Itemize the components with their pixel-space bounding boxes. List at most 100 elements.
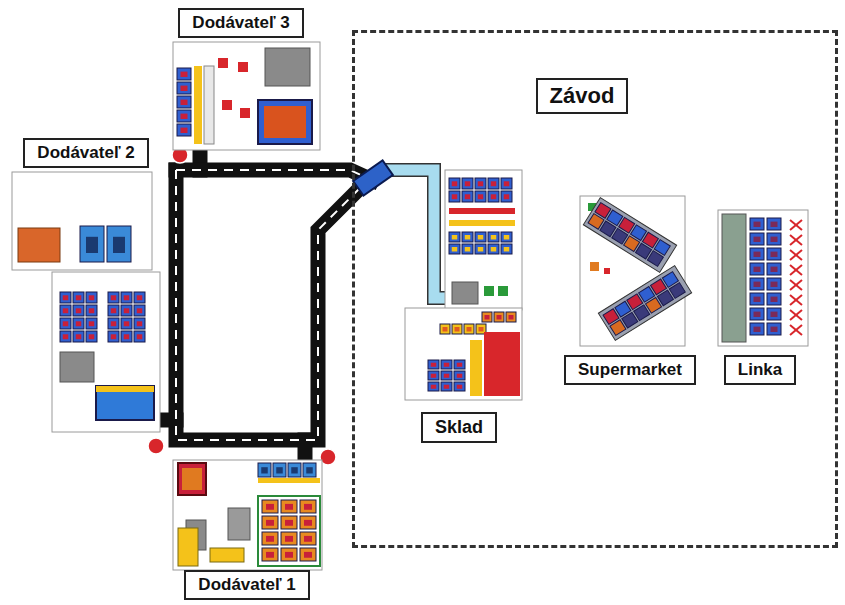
bin-content [266,552,274,558]
bin-content [86,237,98,253]
bin-content [444,374,450,378]
bin-content [431,385,437,389]
bin [86,292,97,303]
bin [300,516,316,529]
bin-content [509,315,514,320]
shelf-strip [96,386,154,392]
bin-content [285,552,293,558]
bin-content [181,114,188,119]
bin-content [63,334,69,339]
bin [488,232,499,242]
bin-content [63,295,69,300]
node-label: Supermarket [578,360,682,380]
bin-content [491,247,497,252]
shelf-strip [449,208,515,214]
bin-content [491,194,497,199]
bin-content [771,252,778,257]
bin [454,360,465,369]
bin-content [771,327,778,332]
bin-content [261,467,268,473]
bin [121,292,132,303]
bin-content [457,374,463,378]
node-label: Sklad [435,417,483,438]
box [604,268,610,274]
bin [177,82,191,94]
bin [281,548,297,561]
road [160,413,176,428]
road [298,440,313,460]
shelf-frame [583,198,676,273]
bin-content [304,520,312,526]
road-marking [176,170,372,180]
bin-content [63,308,69,313]
bin [177,124,191,136]
red-mark [790,310,802,320]
bin [60,331,71,342]
bin-content [181,72,188,77]
bin [262,548,278,561]
bin-content [266,504,274,510]
bin [767,293,781,305]
bin [475,178,486,189]
bin-content [452,247,458,252]
bin [86,305,97,316]
bin-content [76,308,82,313]
bin-content [89,295,95,300]
bin [449,191,460,202]
bin-content [452,235,458,240]
bin-content [465,181,471,186]
bin-content [478,181,484,186]
bin-content [89,321,95,326]
bin-content [754,282,761,287]
bin-content [285,520,293,526]
bin [281,500,297,513]
red-mark [790,295,802,305]
bin-content [771,267,778,272]
bin-content [478,247,484,252]
bin-content [457,363,463,367]
red-mark [790,325,802,335]
bin [449,232,460,242]
bin-content [485,315,490,320]
bin [488,191,499,202]
bin-content [444,385,450,389]
bin-content [181,100,188,105]
bin-content [124,321,130,326]
bin [177,68,191,80]
bin-content [181,128,188,133]
bin [488,178,499,189]
bin [750,293,764,305]
location-label: Dodávateľ 1 [184,570,309,600]
workstation [722,214,746,342]
bin-content [754,327,761,332]
bin-content [504,194,510,199]
bin-content [771,297,778,302]
bin-content [754,222,761,227]
bin-content [111,321,117,326]
bin [60,292,71,303]
unloading-lane-edge [380,170,454,298]
bin [73,318,84,329]
bin [669,283,685,299]
bin-content [479,327,484,332]
bin [475,191,486,202]
bin-content [111,308,117,313]
bin-content [754,237,761,242]
bin-content [111,334,117,339]
shelf [204,66,214,144]
container [96,386,154,420]
node-label: Linka [738,360,782,380]
bin [767,248,781,260]
bin-content [504,235,510,240]
bin-content [465,235,471,240]
bin-content [443,327,448,332]
truck [353,160,393,195]
red-mark [790,280,802,290]
bin-content [491,235,497,240]
box [222,100,232,110]
bin [750,233,764,245]
road [176,170,372,180]
bin [300,532,316,545]
unloading-lane [380,170,454,298]
bin-content [771,312,778,317]
